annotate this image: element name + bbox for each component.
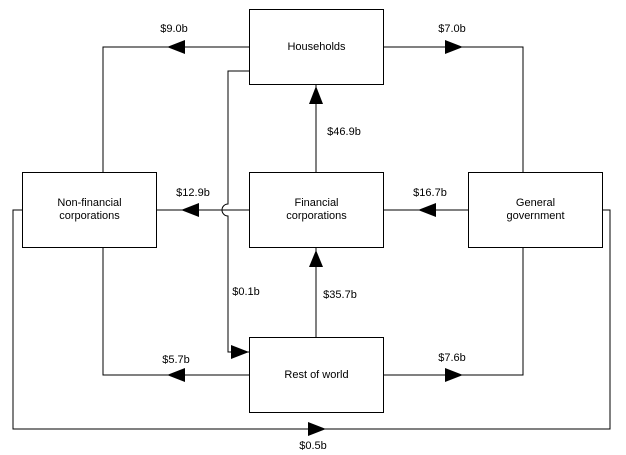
flow-amount-non-financial-to-government: $0.5b xyxy=(299,440,327,453)
flow-amount-households-to-government: $7.0b xyxy=(438,23,466,36)
node-government-label: General government xyxy=(506,197,565,222)
flow-line xyxy=(384,46,524,172)
arrowhead-right-icon xyxy=(445,40,463,54)
arrowhead-right-icon xyxy=(231,345,249,359)
arrowhead-right-icon xyxy=(308,422,326,436)
arrowhead-up-icon xyxy=(309,86,323,104)
arrowhead-right-icon xyxy=(445,368,463,382)
arrowhead-left-icon xyxy=(181,203,199,217)
flow-amount-households-to-non-financial: $9.0b xyxy=(160,23,188,36)
flow-households-to-government xyxy=(384,40,524,172)
flow-households-to-non-financial xyxy=(102,40,249,172)
node-households: Households xyxy=(249,9,384,85)
node-financial-corporations: Financial corporations xyxy=(249,172,384,248)
flow-amount-rest-of-world-to-government: $7.6b xyxy=(438,352,466,365)
flow-amount-rest-of-world-to-non-financial: $5.7b xyxy=(162,354,190,367)
node-rest-of-world: Rest of world xyxy=(249,337,384,413)
node-general-government: General government xyxy=(468,172,603,248)
flow-financial-to-households xyxy=(309,85,323,172)
flow-line xyxy=(102,248,249,376)
flow-amount-households-to-rest-of-world: $0.1b xyxy=(232,286,260,299)
flow-line-with-hop xyxy=(221,70,249,353)
arrowhead-left-icon xyxy=(167,368,185,382)
node-rest-of-world-label: Rest of world xyxy=(284,368,349,381)
arrowhead-left-icon xyxy=(167,40,185,54)
node-households-label: Households xyxy=(287,40,346,53)
node-non-financial-label: Non-financial corporations xyxy=(57,197,122,222)
flow-financial-to-non-financial xyxy=(157,203,249,217)
flow-amount-government-to-financial: $16.7b xyxy=(413,187,447,200)
node-financial-label: Financial corporations xyxy=(286,197,347,222)
flow-rest-of-world-to-financial xyxy=(309,248,323,337)
arrowhead-up-icon xyxy=(309,250,323,267)
flow-line xyxy=(384,248,524,376)
node-non-financial-corporations: Non-financial corporations xyxy=(22,172,157,248)
arrowhead-left-icon xyxy=(418,203,436,217)
flow-line xyxy=(102,46,249,172)
flow-rest-of-world-to-government xyxy=(384,248,524,382)
flow-amount-financial-to-households: $46.9b xyxy=(327,126,361,139)
flow-amount-financial-to-non-financial: $12.9b xyxy=(176,187,210,200)
flow-amount-rest-of-world-to-financial: $35.7b xyxy=(323,289,357,302)
flow-households-to-rest-of-world xyxy=(221,70,249,359)
flow-rest-of-world-to-non-financial xyxy=(102,248,249,382)
flow-government-to-financial xyxy=(384,203,468,217)
flow-non-financial-to-government xyxy=(12,209,611,436)
